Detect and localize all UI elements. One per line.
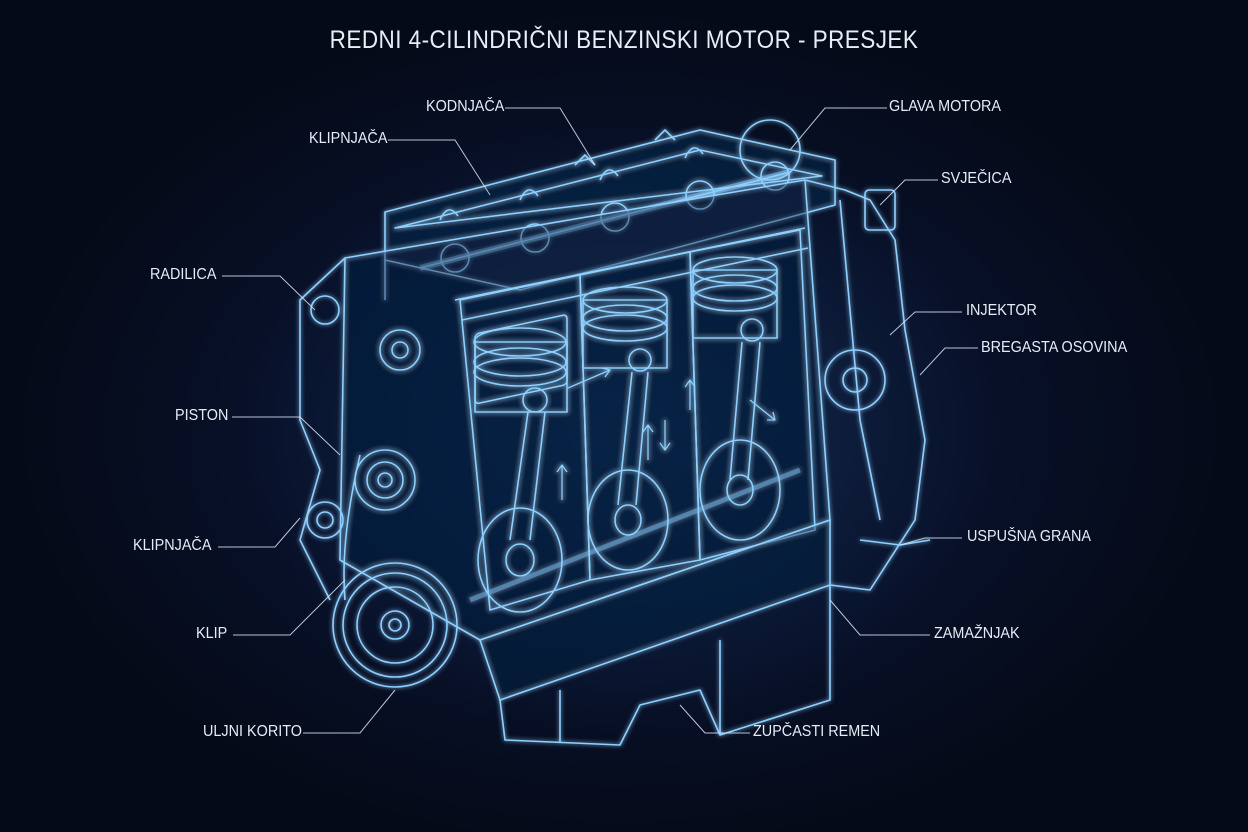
label-kodnjaca: KODNJAČA [426,98,505,115]
label-klip: KLIP [196,625,228,642]
label-radilica: RADILICA [150,266,217,283]
label-piston: PISTON [175,407,229,424]
engine-block [299,119,931,746]
label-zupcasti-remen: ZUPČASTI REMEN [753,723,881,740]
leader-lines [218,107,978,734]
label-klipnjaca-bottom: KLIPNJAČA [133,537,212,554]
label-zamasnjak: ZAMAŽNJAK [934,625,1020,642]
pistons [473,256,778,413]
motion-arrows [556,367,776,500]
connecting-rods [509,341,761,541]
diagram-title: REDNI 4-CILINDRIČNI BENZINSKI MOTOR - PR… [329,26,919,54]
label-klipnjaca-top: KLIPNJAČA [309,130,388,147]
label-injektor: INJEKTOR [966,302,1037,319]
label-glava-motora: GLAVA MOTORA [889,98,1002,115]
crankshaft [469,439,801,613]
label-uljni-korito: ULJNI KORITO [203,723,302,740]
label-usposna-grana: USPUŠNA GRANA [967,528,1092,545]
label-svjecica: SVJEČICA [941,170,1012,187]
crank-pulley [332,562,458,688]
label-bregasta-osovina: BREGASTA OSOVINA [981,339,1128,356]
